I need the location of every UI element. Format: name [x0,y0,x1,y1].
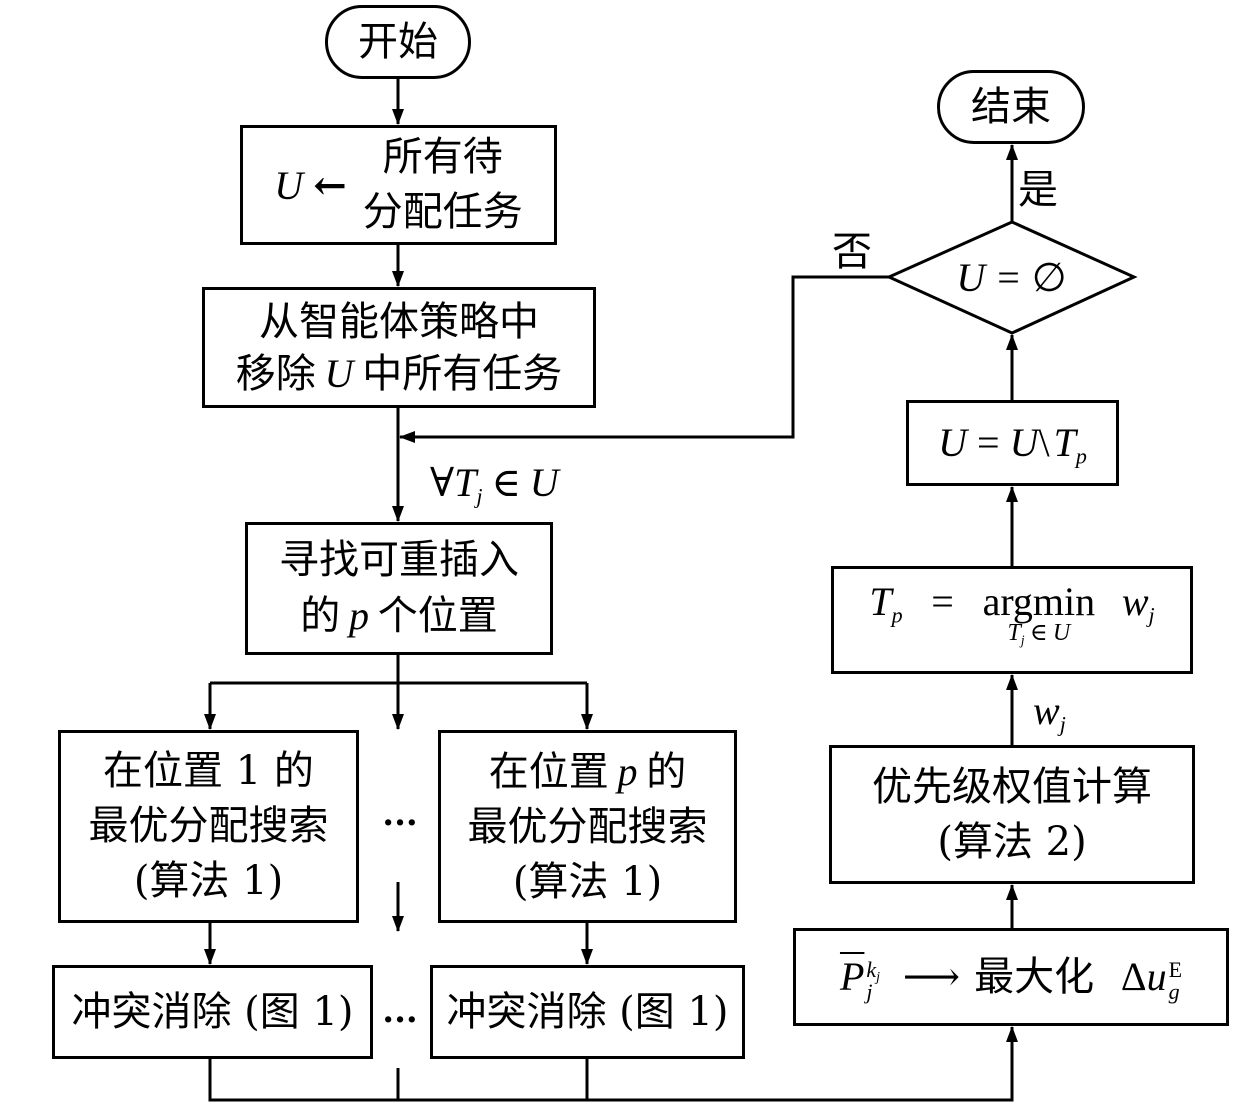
argmin-under-set: U [1052,620,1071,646]
conflict-p-label: 冲突消除 (图 1) [446,988,729,1035]
setminus-symbol: \ [1038,420,1050,465]
empty-set-symbol: ∅ [1031,255,1067,300]
search-p-line-1-pre: 在位置 [488,748,609,795]
conflict-resolution-p-box: 冲突消除 (图 1) [430,965,745,1059]
find-line-2-post: 个位置 [377,593,498,639]
update-eq: = [977,420,1000,465]
ellipsis-middle: ··· [382,803,418,843]
argmin-rhs-sub: j [1148,602,1155,628]
priority-weight-box: 优先级权值计算 (算法 2) [829,745,1195,884]
argmin-rhs: w [1121,579,1149,624]
p-bar-sub: j [866,979,873,1004]
find-line-2-var: p [349,593,369,638]
utility-sup: E [1168,957,1183,982]
priority-line-2: (算法 2) [937,818,1087,865]
argmin-under-in: ∈ [1029,620,1048,646]
init-var-u: U [274,162,304,208]
argmin-under-sub: j [1020,632,1025,648]
update-rhs-var: T [1053,420,1076,465]
find-line-1: 寻找可重插入 [279,537,519,583]
ellipsis-bottom: ··· [382,1000,418,1040]
search-p-line-2: 最优分配搜索 [467,803,708,850]
end-label: 结束 [971,83,1051,130]
find-line-2-pre: 的 [300,593,341,639]
search-1-line-3: (算法 1) [133,858,284,904]
loop-var-sub: j [476,483,483,509]
long-right-arrow-icon: ⟶ [902,954,961,999]
init-assignment: U ← [274,158,346,213]
search-1-line-1: 在位置 1 的 [103,748,314,794]
decision-label: U=∅ [889,222,1134,333]
search-p-line-1-post: 的 [646,748,687,795]
forall-symbol: ∀ [430,460,455,505]
loop-set: U [529,460,559,505]
argmin-op: argmin [982,579,1096,624]
weight-sub: j [1059,711,1066,737]
update-lhs: U [938,420,968,465]
end-terminal: 结束 [937,70,1085,144]
argmin-eq: = [931,579,954,624]
conflict-resolution-1-box: 冲突消除 (图 1) [52,965,373,1059]
priority-line-1: 优先级权值计算 [872,763,1152,810]
update-expression: U=U\Tp [938,415,1087,471]
search-position-1-box: 在位置 1 的 最优分配搜索 (算法 1) [58,730,359,923]
argmin-under: Tj∈U [1007,620,1071,648]
conflict-1-label: 冲突消除 (图 1) [71,988,354,1035]
yes-edge-label: 是 [1018,167,1058,213]
search-p-line-3: (算法 1) [512,858,663,905]
remove-line-2-var: U [324,350,354,396]
p-bar-sup: kj [866,957,880,985]
delta-symbol: Δ [1120,954,1147,999]
argmin-lhs: T [869,579,892,624]
p-bar-var: P [839,954,865,999]
argmin-lhs-sub: p [891,602,903,628]
loop-var: T [454,460,477,505]
p-bar-sup-k: k [866,957,877,982]
no-edge-label: 否 [832,229,872,275]
start-label: 开始 [358,18,438,65]
weight-edge-label: wj [1033,683,1066,739]
utility-var: u [1146,954,1167,999]
element-of-symbol: ∈ [491,460,521,505]
loop-edge-label: ∀Tj ∈U [430,455,559,511]
search-1-line-2: 最优分配搜索 [88,803,329,849]
remove-line-1: 从智能体策略中 [259,298,539,345]
update-set-box: U=U\Tp [906,400,1119,486]
start-terminal: 开始 [325,5,471,79]
maximize-text: 最大化 [974,954,1095,1000]
decision-diamond [885,220,1138,335]
decision-var: U [956,255,986,300]
init-line-1: 所有待 [382,134,503,180]
decision-eq: = [997,255,1020,300]
init-line-2: 分配任务 [362,189,523,235]
init-text: 所有待 分配任务 [363,130,523,240]
init-process-box: U ← 所有待 分配任务 [240,125,557,245]
utility-sub: g [1168,979,1180,1004]
update-rhs-sub: p [1075,443,1087,469]
remove-line-2-pre: 移除 [235,350,316,397]
remove-line-2-post: 中所有任务 [362,350,563,397]
weight-var: w [1033,688,1060,733]
search-p-line-1-var: p [617,748,638,794]
argmin-under-var: T [1007,620,1021,646]
update-rhs-set: U [1009,420,1039,465]
assign-arrow-icon: ← [313,161,347,209]
arrow-decision-no-loop-back [399,275,889,443]
p-bar-sup-j: j [876,970,881,985]
